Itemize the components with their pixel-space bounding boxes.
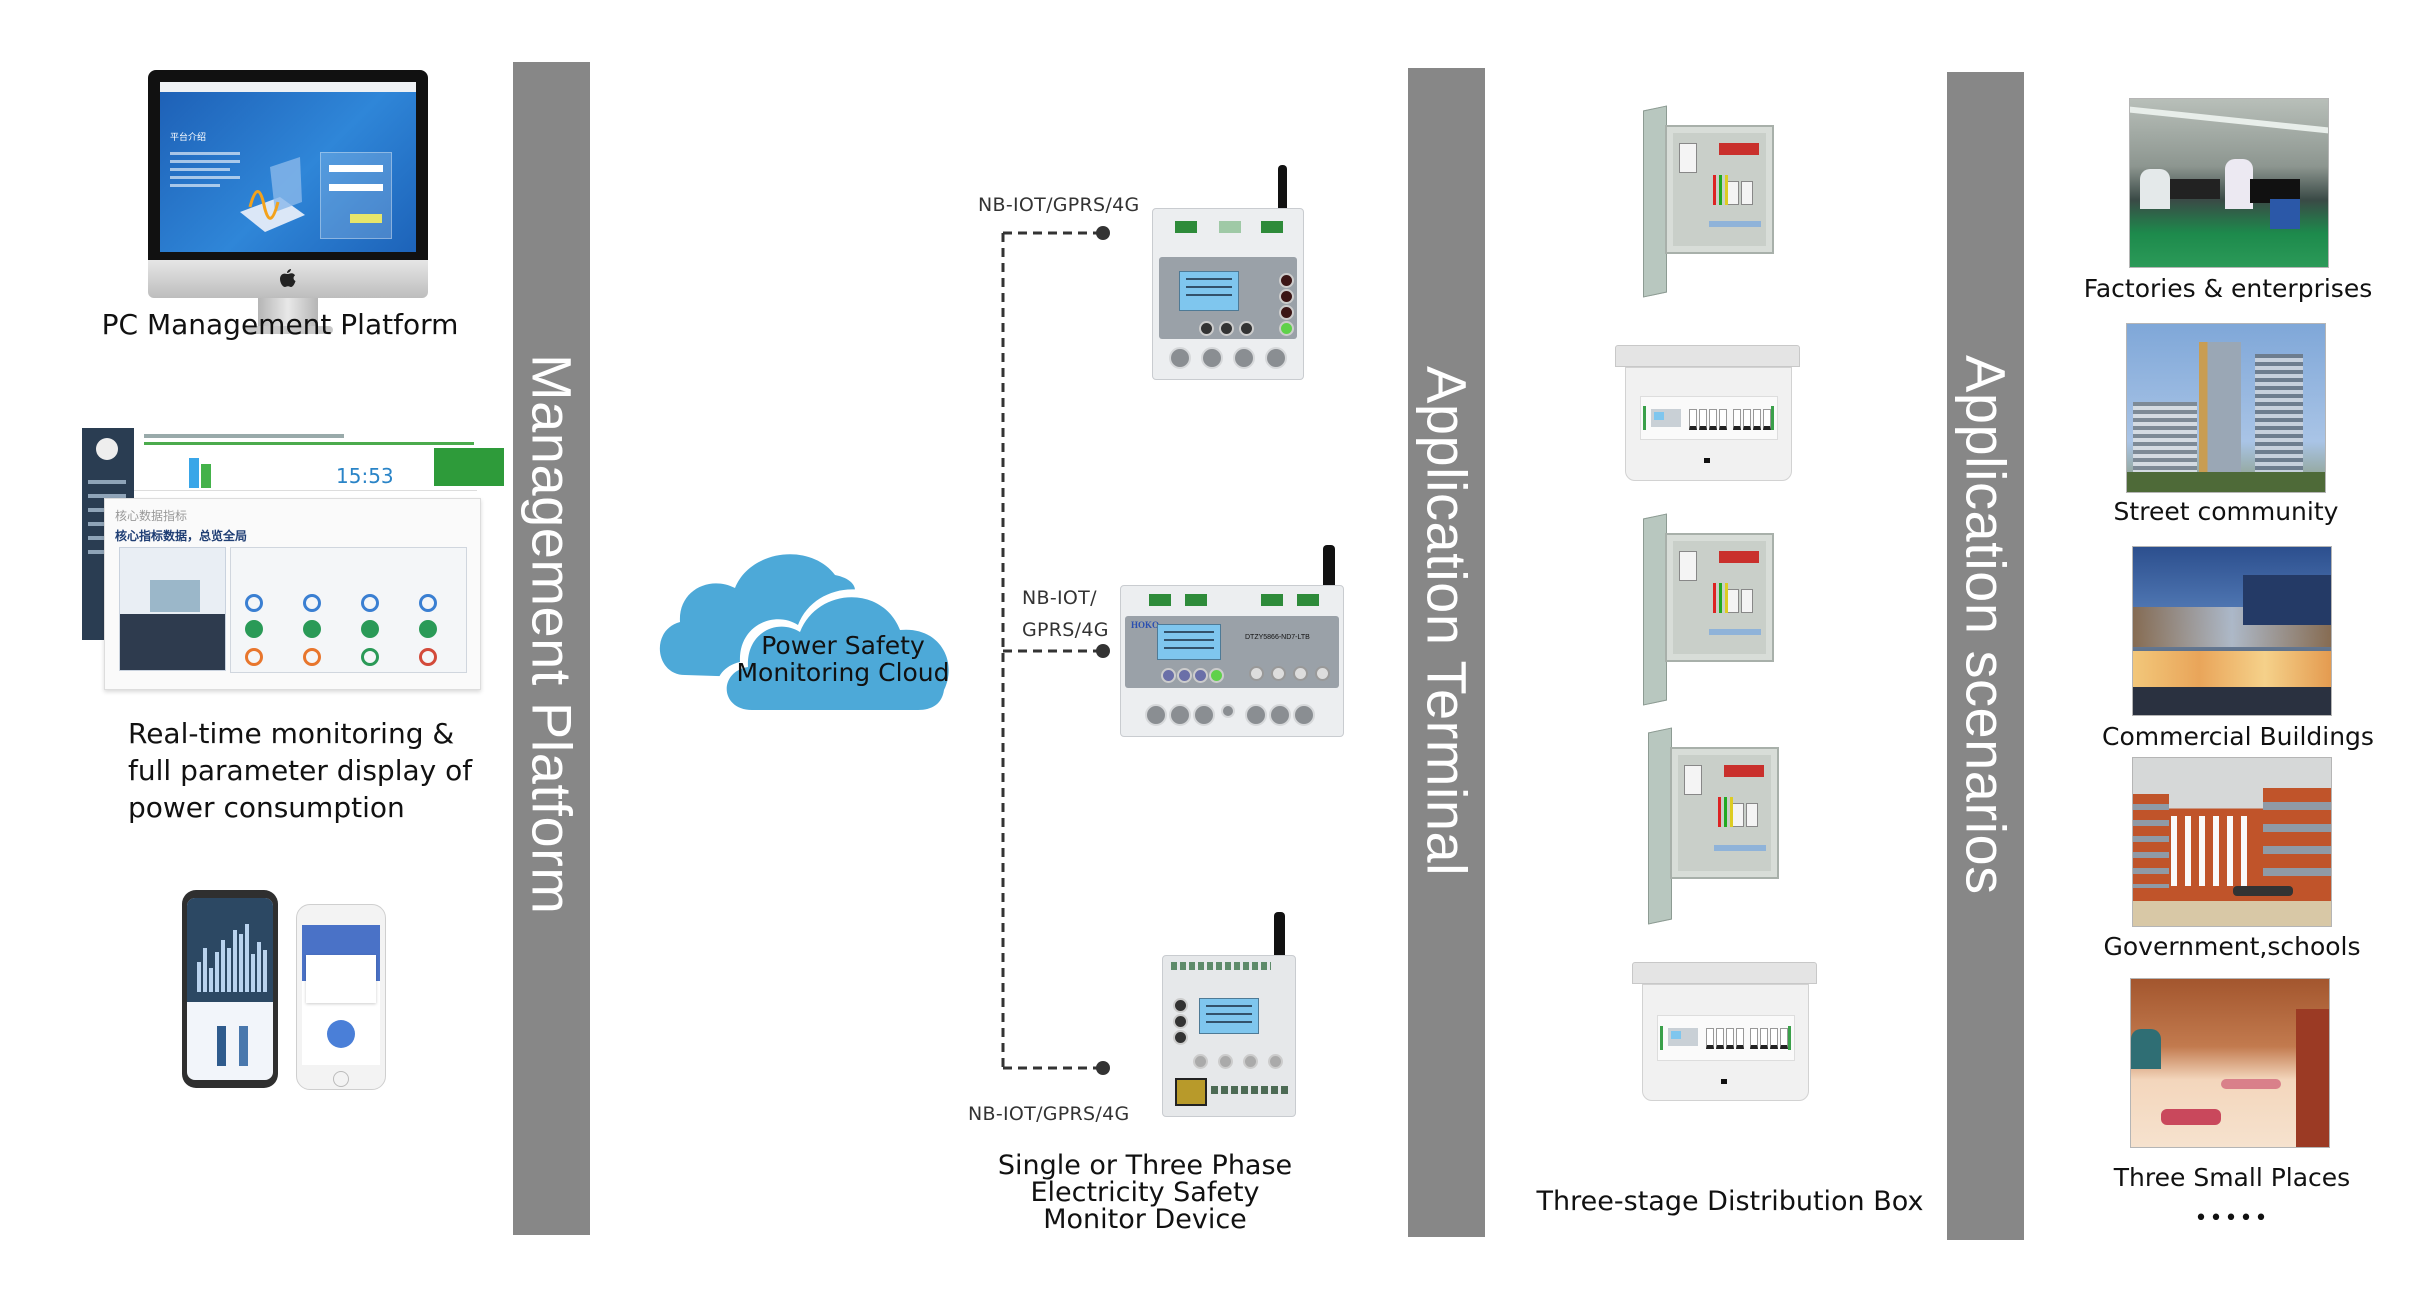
management-platform-label: Management Platform — [520, 354, 583, 915]
monitor-chin — [148, 260, 428, 298]
phone-screen-table — [302, 925, 380, 1065]
phone-bar-chart — [193, 918, 267, 992]
monitor-stand — [258, 298, 318, 328]
school-building-photo — [2132, 757, 2332, 927]
distribution-cabinet-2 — [1643, 508, 1778, 708]
dashboard-caption-line-1: Real-time monitoring & — [128, 717, 455, 750]
network-label-bottom: NB-IOT/GPRS/4G — [968, 1103, 1130, 1125]
dashboard-caption-line-2: full parameter display of — [128, 754, 473, 787]
scenario-label-three-small-places: Three Small Places — [2113, 1163, 2351, 1192]
cloud-label: Power Safety Monitoring Cloud — [728, 632, 958, 686]
distribution-cabinet-3 — [1648, 722, 1783, 927]
residential-towers-photo — [2126, 323, 2326, 493]
phone-screen-chart — [187, 898, 273, 1080]
market-stall-photo — [2130, 978, 2330, 1148]
device-model: DTZY5866-ND7-LTB — [1245, 634, 1310, 641]
network-connector-lines — [1001, 231, 1102, 1070]
user-avatar-icon — [96, 438, 118, 460]
single-phase-monitor-device — [1148, 160, 1308, 380]
device-housing — [1152, 208, 1304, 380]
device-front-panel: HOKO DTZY5866-ND7-LTB — [1125, 616, 1339, 688]
mobile-app-phone-light — [296, 904, 386, 1090]
pc-monitor-image: 平台介绍 — [148, 70, 428, 340]
screen-title: 平台介绍 — [170, 133, 207, 143]
device-brand: HOKO — [1131, 620, 1160, 630]
dashboard-screenshot: 15:53 核心数据指标 核心指标数据，总览全局 — [82, 428, 504, 690]
scenario-label-factories: Factories & enterprises — [2083, 274, 2373, 303]
distribution-cabinet-1 — [1643, 100, 1778, 300]
device-lcd-screen — [1157, 624, 1221, 660]
home-button — [333, 1071, 349, 1087]
monitor-screen: 平台介绍 — [160, 82, 416, 252]
cloud-label-line-2: Monitoring Cloud — [736, 658, 950, 687]
connector-dot-top — [1096, 226, 1110, 240]
browser-bar — [160, 82, 416, 92]
laptop-illustration-icon — [240, 157, 305, 232]
dashboard-clock: 15:53 — [336, 464, 394, 488]
device-front-panel — [1159, 257, 1297, 339]
apple-logo-icon — [280, 269, 296, 287]
scenario-label-commercial: Commercial Buildings — [2102, 722, 2374, 751]
indicator-grid — [230, 547, 467, 673]
commercial-building-photo — [2132, 546, 2332, 716]
dashboard-green-tile — [434, 448, 504, 486]
devices-caption-line-2: Electricity Safety — [1030, 1177, 1260, 1208]
devices-caption-line-3: Monitor Device — [1043, 1204, 1247, 1235]
three-phase-monitor-device: HOKO DTZY5866-ND7-LTB — [1118, 545, 1348, 745]
mobile-app-phone-dark — [182, 890, 278, 1088]
core-data-panel: 核心数据指标 核心指标数据，总览全局 — [104, 498, 481, 690]
application-terminal-label: Application Terminal — [1415, 366, 1478, 877]
scenario-label-street-community: Street community — [2113, 497, 2339, 526]
devices-caption: Single or Three Phase Electricity Safety… — [965, 1152, 1325, 1233]
dashboard-header: 15:53 — [134, 428, 504, 491]
core-data-heading: 核心数据指标 — [115, 509, 188, 523]
management-platform-bar: Management Platform — [513, 62, 590, 1235]
application-scenarios-label: Application scenarios — [1954, 355, 2017, 895]
device-lcd-screen — [1199, 998, 1259, 1034]
application-terminal-bar: Application Terminal — [1408, 68, 1485, 1237]
application-scenarios-bar: Application scenarios — [1947, 72, 2024, 1240]
connector-dot-bottom — [1096, 1061, 1110, 1075]
antenna-icon — [1278, 165, 1287, 225]
dashboard-caption-line-3: power consumption — [128, 791, 405, 824]
device-housing: HOKO DTZY5866-ND7-LTB — [1120, 585, 1344, 737]
cloud-label-line-1: Power Safety — [761, 631, 925, 660]
monitor-bezel: 平台介绍 — [148, 70, 428, 260]
multi-channel-monitor-device — [1160, 910, 1300, 1120]
cloud-icon — [659, 554, 955, 715]
factory-photo — [2129, 98, 2329, 268]
login-form — [320, 152, 392, 239]
login-button — [350, 214, 382, 223]
network-label-middle-line-1: NB-IOT/ — [1022, 587, 1097, 609]
scenario-label-government-schools: Government,schools — [2103, 932, 2361, 961]
device-lcd-screen — [1179, 271, 1239, 311]
distribution-box-2 — [1632, 962, 1822, 1107]
core-data-subheading: 核心指标数据，总览全局 — [115, 529, 248, 543]
network-label-middle-line-2: GPRS/4G — [1022, 619, 1109, 641]
network-label-middle: NB-IOT/ GPRS/4G — [1022, 582, 1109, 646]
dashboard-caption: Real-time monitoring & full parameter di… — [128, 715, 488, 826]
overview-thumbnail — [119, 547, 226, 671]
power-button-icon — [327, 1020, 355, 1048]
pc-platform-caption: PC Management Platform — [101, 308, 459, 341]
distribution-box-caption: Three-stage Distribution Box — [1536, 1186, 1924, 1217]
distribution-box-1 — [1615, 345, 1805, 485]
monitor-foot — [243, 326, 333, 334]
device-housing — [1162, 955, 1296, 1117]
more-scenarios-ellipsis: ••••• — [2194, 1206, 2270, 1231]
connector-dot-middle — [1096, 644, 1110, 658]
network-label-top: NB-IOT/GPRS/4G — [978, 194, 1140, 216]
devices-caption-line-1: Single or Three Phase — [997, 1150, 1293, 1181]
